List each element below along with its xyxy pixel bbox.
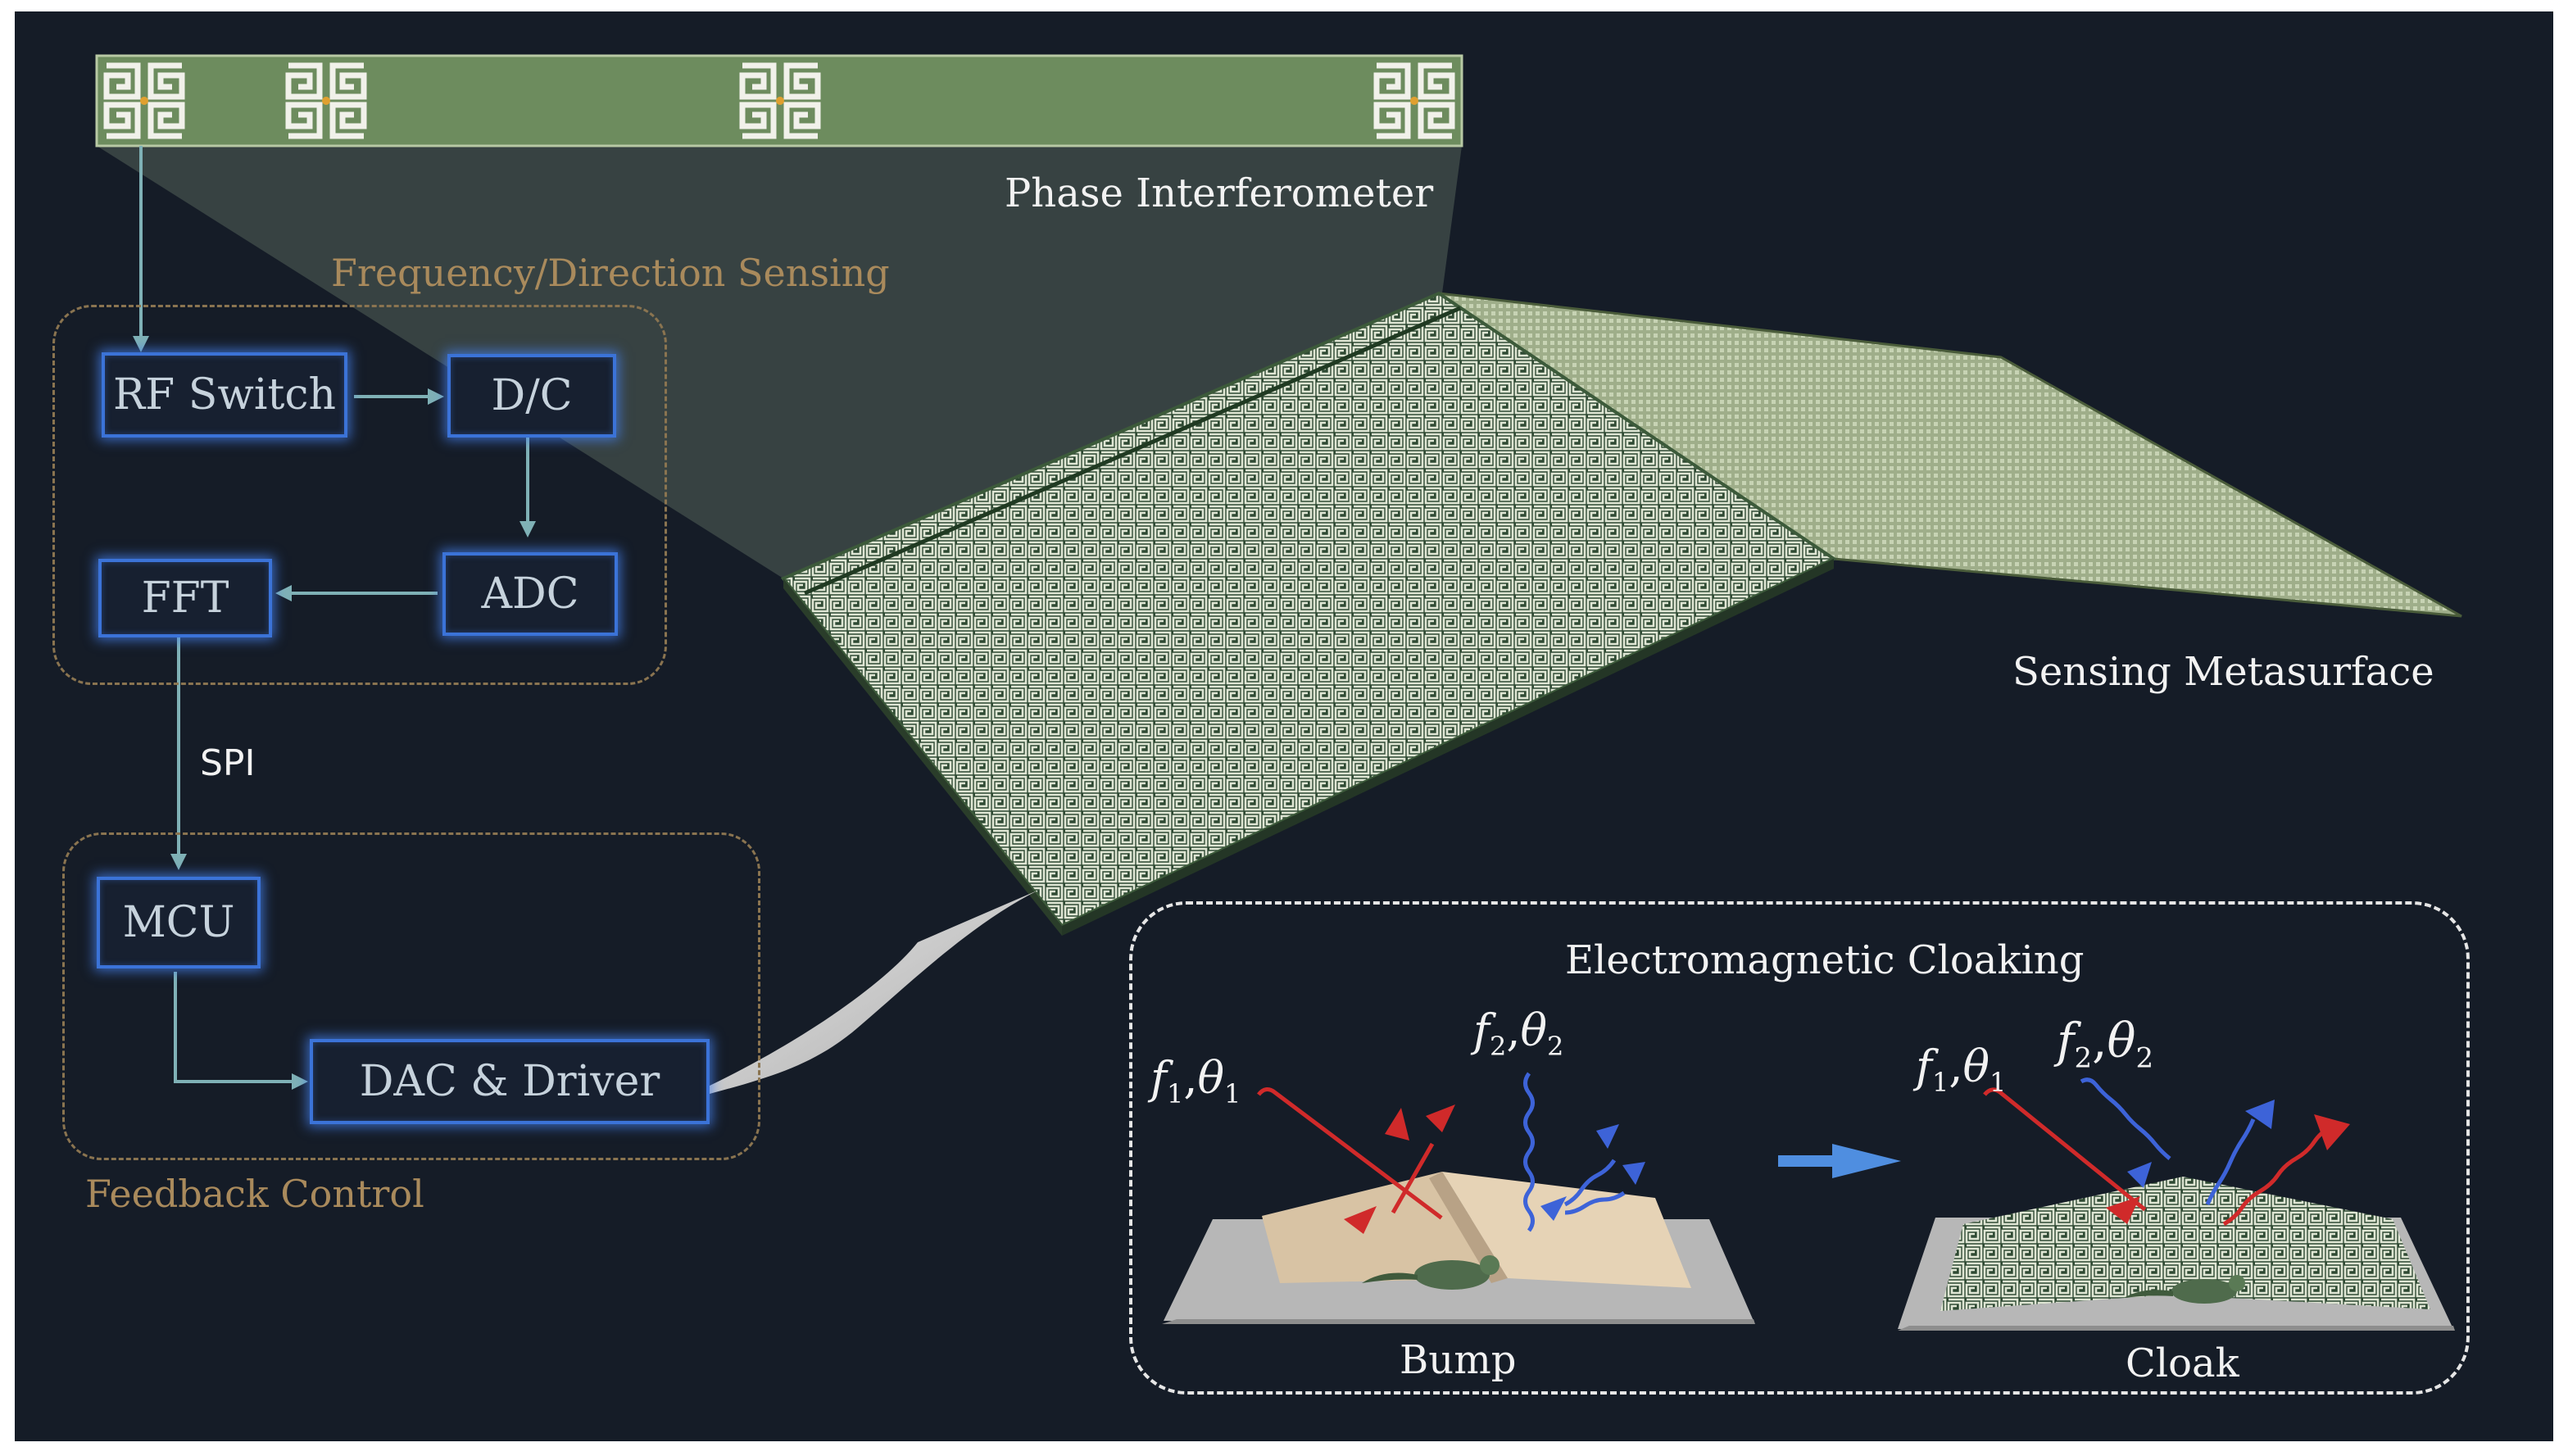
meander-unit-cell-icon bbox=[102, 61, 187, 141]
meander-unit-cell-icon bbox=[737, 61, 823, 141]
interferometer-row-line bbox=[804, 306, 1461, 596]
dac-driver-label: DAC & Driver bbox=[359, 1057, 660, 1106]
rf-switch-label: RF Switch bbox=[112, 370, 337, 420]
ribbon-cable bbox=[710, 890, 1039, 1094]
bump-label: Bump bbox=[1400, 1337, 1517, 1383]
spi-label: SPI bbox=[200, 742, 256, 784]
adc-block: ADC bbox=[442, 552, 618, 636]
dac-driver-block: DAC & Driver bbox=[310, 1039, 710, 1124]
meander-unit-cell-icon bbox=[1372, 61, 1457, 141]
cloaking-title: Electromagnetic Cloaking bbox=[1565, 937, 2085, 983]
cloak-wave-heads bbox=[2106, 1100, 2350, 1224]
bump-wave-heads bbox=[1344, 1104, 1645, 1234]
frequency-direction-group bbox=[52, 305, 667, 685]
fft-block: FFT bbox=[98, 559, 272, 637]
feedback-control-title: Feedback Control bbox=[85, 1172, 424, 1216]
signal-connectors bbox=[133, 146, 536, 1090]
metasurface-edge-right bbox=[1062, 559, 1834, 936]
metasurface-edge bbox=[783, 578, 1062, 936]
transform-arrow bbox=[1778, 1144, 1901, 1178]
cloak-f2-theta2-label: f2,θ2 bbox=[2057, 1013, 2154, 1075]
mcu-label: MCU bbox=[122, 898, 235, 947]
projection-wedge bbox=[97, 146, 1462, 578]
cloak-label: Cloak bbox=[2126, 1340, 2239, 1386]
phase-interferometer-label: Phase Interferometer bbox=[1005, 170, 1434, 216]
adc-label: ADC bbox=[481, 569, 579, 619]
bump-f1-theta1-label: f1,θ1 bbox=[1150, 1052, 1241, 1109]
bump-f2-theta2-label: f2,θ2 bbox=[1473, 1005, 1564, 1062]
dinosaur-object-icon bbox=[2124, 1275, 2245, 1304]
rf-switch-block: RF Switch bbox=[102, 352, 347, 438]
dc-block: D/C bbox=[447, 354, 616, 438]
cloaking-inset-panel bbox=[1129, 901, 2470, 1395]
feedback-control-group bbox=[62, 832, 760, 1160]
bump-waves bbox=[1257, 1072, 1626, 1232]
frequency-direction-title: Frequency/Direction Sensing bbox=[331, 251, 890, 295]
fft-label: FFT bbox=[141, 574, 229, 623]
cloak-waves bbox=[1983, 1077, 2334, 1227]
cloak-f1-theta1-label: f1,θ1 bbox=[1916, 1041, 2007, 1098]
dc-label: D/C bbox=[491, 371, 573, 420]
dinosaur-object-icon bbox=[1362, 1255, 1500, 1290]
meander-unit-cell-icon bbox=[284, 61, 369, 141]
mcu-block: MCU bbox=[97, 877, 261, 968]
sensing-metasurface-label: Sensing Metasurface bbox=[2012, 649, 2434, 695]
